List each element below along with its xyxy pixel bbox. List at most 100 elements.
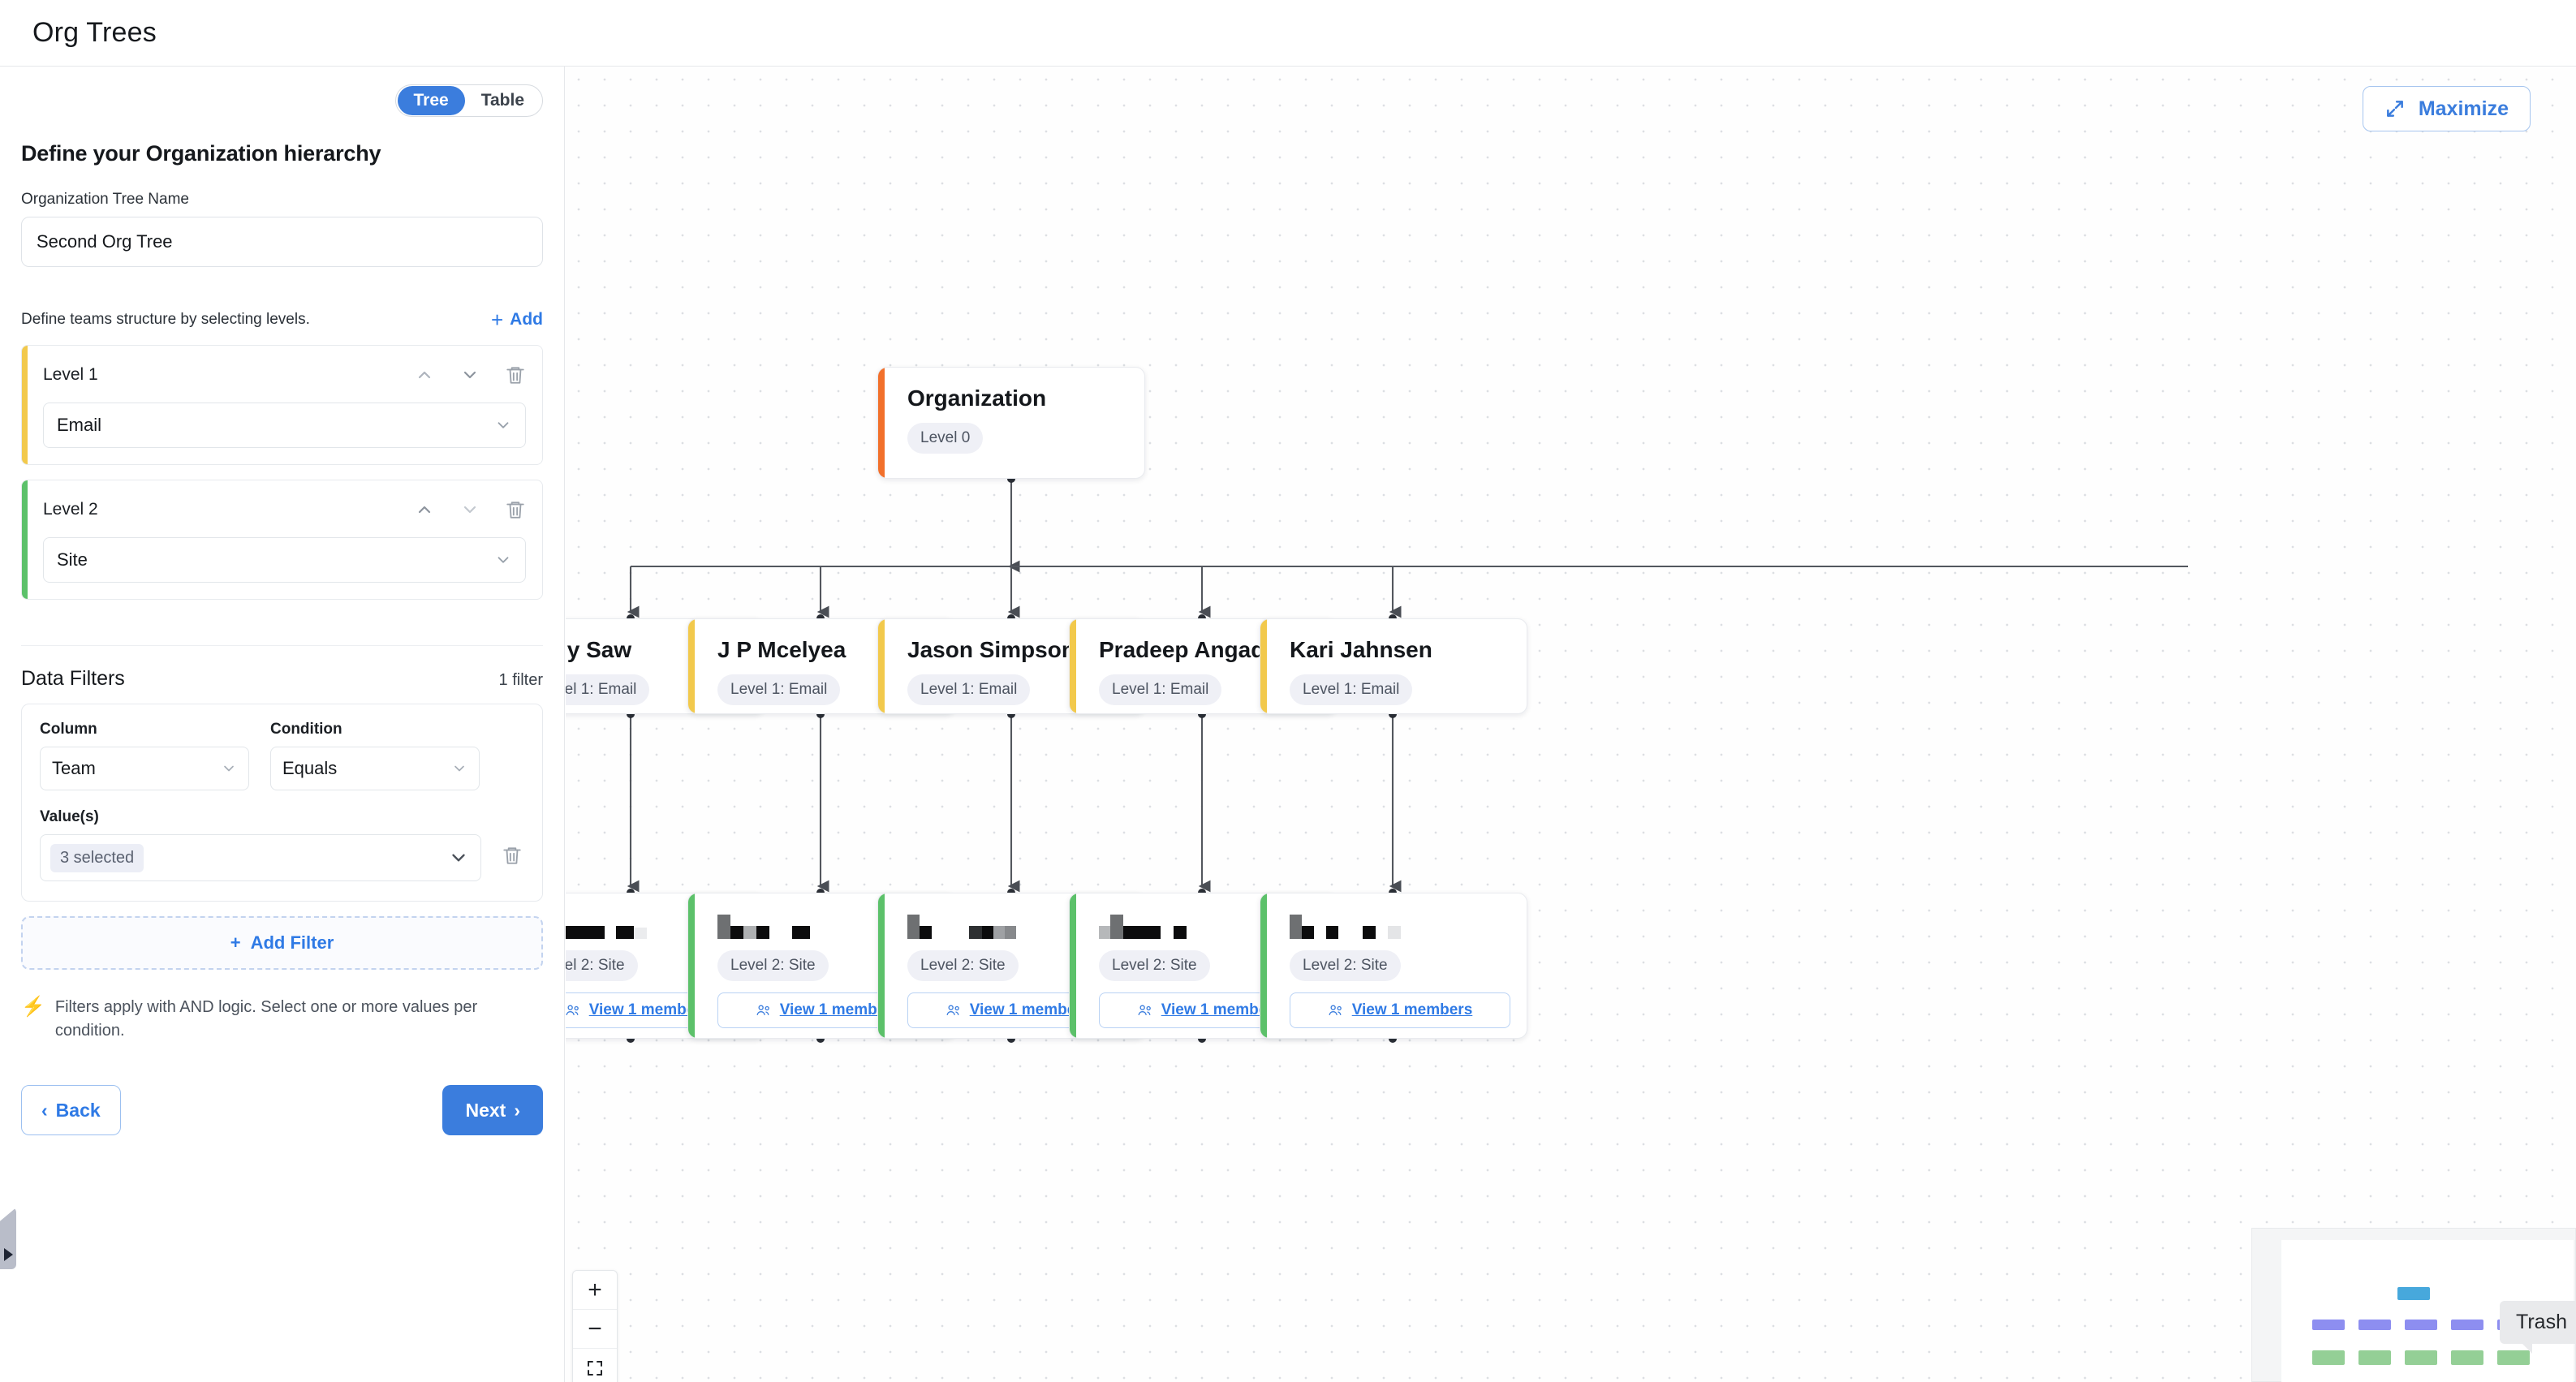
move-up-icon[interactable]	[414, 364, 435, 385]
zoom-out-button[interactable]: −	[573, 1310, 617, 1349]
members-icon	[756, 1005, 769, 1015]
level-stripe	[22, 480, 28, 599]
filters-hint: ⚡ Filters apply with AND logic. Select o…	[21, 996, 508, 1043]
view-members-label: View 1 members	[1351, 1001, 1473, 1018]
node-level-badge: Level 1: Email	[907, 674, 1031, 705]
level-stripe	[22, 346, 28, 464]
wizard-nav: ‹ Back Next ›	[21, 1085, 543, 1135]
move-up-icon[interactable]	[414, 499, 435, 520]
chevron-down-icon	[498, 422, 509, 428]
values-select[interactable]: 3 selected	[40, 834, 481, 881]
level-header: Level 2	[43, 493, 526, 526]
define-levels-row: Define teams structure by selecting leve…	[21, 309, 543, 330]
back-label: Back	[55, 1099, 101, 1121]
sidebar-heading: Define your Organization hierarchy	[21, 141, 381, 166]
minimap-node-level1	[2451, 1320, 2483, 1330]
values-chip: 3 selected	[50, 843, 144, 872]
next-label: Next	[465, 1099, 506, 1121]
org-chart-canvas[interactable]: Maximize	[566, 67, 2576, 1382]
delete-filter-icon[interactable]	[502, 844, 523, 867]
node-stripe	[878, 368, 885, 478]
node-title: Judy Saw	[566, 637, 632, 662]
back-button[interactable]: ‹ Back	[21, 1085, 121, 1135]
sidebar-collapse-handle[interactable]	[0, 1208, 16, 1269]
view-toggle-row: Tree Table	[21, 67, 543, 117]
data-filters-section: Data Filters 1 filter Column Team Condit…	[21, 645, 543, 1043]
org-node-level1[interactable]: Kari Jahnsen Level 1: Email	[1260, 618, 1527, 714]
node-title: Organization	[907, 385, 1047, 411]
node-stripe	[878, 893, 885, 1038]
filter-fields: Column Team Condition Equals	[40, 721, 524, 790]
level-1-select[interactable]: Email	[43, 403, 526, 448]
node-level-badge: Level 2: Site	[907, 950, 1019, 981]
node-content: Level 2: Site View 1 members	[1260, 893, 1527, 1038]
node-stripe	[1070, 619, 1076, 713]
condition-select[interactable]: Equals	[270, 747, 480, 790]
node-level-badge: Level 1: Email	[717, 674, 841, 705]
node-content: Kari Jahnsen Level 1: Email	[1260, 619, 1527, 713]
filter-condition-field: Condition Equals	[270, 721, 480, 790]
condition-label: Condition	[270, 721, 342, 738]
filters-header: Data Filters 1 filter	[21, 667, 543, 691]
node-content: Organization Level 0	[878, 368, 1144, 470]
node-title: J P Mcelyea	[717, 637, 846, 662]
chevron-left-icon: ‹	[41, 1099, 48, 1121]
next-button[interactable]: Next ›	[442, 1085, 543, 1135]
minimap-node-level2	[2312, 1350, 2345, 1365]
fit-view-icon	[588, 1360, 602, 1376]
define-levels-text: Define teams structure by selecting leve…	[21, 311, 310, 328]
redacted-node-title	[1290, 911, 1506, 939]
filters-count: 1 filter	[498, 671, 543, 689]
minimap[interactable]: Trash	[2251, 1228, 2576, 1382]
redacted-node-title	[717, 911, 933, 939]
add-level-button[interactable]: + Add	[491, 309, 543, 330]
org-node-root[interactable]: Organization Level 0	[877, 367, 1145, 479]
minimap-node-root	[2397, 1287, 2430, 1300]
delete-level-icon[interactable]	[505, 498, 526, 521]
plus-icon: +	[490, 308, 504, 332]
tree-name-input[interactable]: Second Org Tree	[21, 217, 543, 267]
zoom-in-button[interactable]: +	[573, 1271, 617, 1310]
org-node-level2[interactable]: Level 2: Site View 1 members	[1260, 893, 1527, 1039]
delete-level-icon[interactable]	[505, 364, 526, 386]
column-select[interactable]: Team	[40, 747, 249, 790]
node-content: Pradeep Angadi Level 1: Email	[1070, 619, 1336, 713]
minimap-node-level1	[2358, 1320, 2391, 1330]
node-stripe	[688, 619, 695, 713]
node-level-badge: Level 2: Site	[717, 950, 829, 981]
node-stripe	[1070, 893, 1076, 1038]
minimap-node-level1	[2312, 1320, 2345, 1330]
members-icon	[946, 1005, 959, 1015]
chevron-down-icon	[498, 557, 509, 563]
members-icon	[566, 1005, 579, 1015]
level-actions	[414, 498, 526, 521]
tab-table[interactable]: Table	[480, 91, 524, 110]
tab-tree[interactable]: Tree	[397, 86, 465, 115]
level-2-value: Site	[57, 549, 88, 570]
view-members-button[interactable]: View 1 members	[1290, 992, 1510, 1028]
level-2-select[interactable]: Site	[43, 537, 526, 583]
level-actions	[414, 364, 526, 386]
node-level-badge: Level 1: Email	[1099, 674, 1222, 705]
view-members-label: View 1 members	[588, 1001, 710, 1018]
node-level-badge: Level 2: Site	[1099, 950, 1210, 981]
fit-view-button[interactable]	[573, 1349, 617, 1382]
node-title: Pradeep Angadi	[1099, 637, 1272, 662]
chevron-right-icon: ›	[514, 1099, 520, 1121]
maximize-label: Maximize	[2418, 97, 2509, 120]
node-level-badge: Level 1: Email	[566, 674, 650, 705]
zoom-controls[interactable]: + −	[572, 1270, 618, 1382]
node-title: Kari Jahnsen	[1290, 637, 1432, 662]
chevron-down-icon	[454, 765, 464, 772]
minimap-node-level2	[2497, 1350, 2530, 1365]
page-title: Org Trees	[32, 17, 157, 48]
node-content: Level 2: Site View 1 members	[688, 893, 954, 1038]
maximize-button[interactable]: Maximize	[2362, 86, 2531, 131]
move-down-icon[interactable]	[459, 499, 480, 520]
chevron-down-icon	[452, 854, 465, 862]
filters-hint-text: Filters apply with AND logic. Select one…	[54, 998, 478, 1040]
view-toggle[interactable]: Tree Table	[394, 84, 543, 117]
move-down-icon[interactable]	[459, 364, 480, 385]
top-bar: Org Trees	[0, 0, 2576, 67]
add-filter-button[interactable]: + Add Filter	[21, 916, 543, 970]
